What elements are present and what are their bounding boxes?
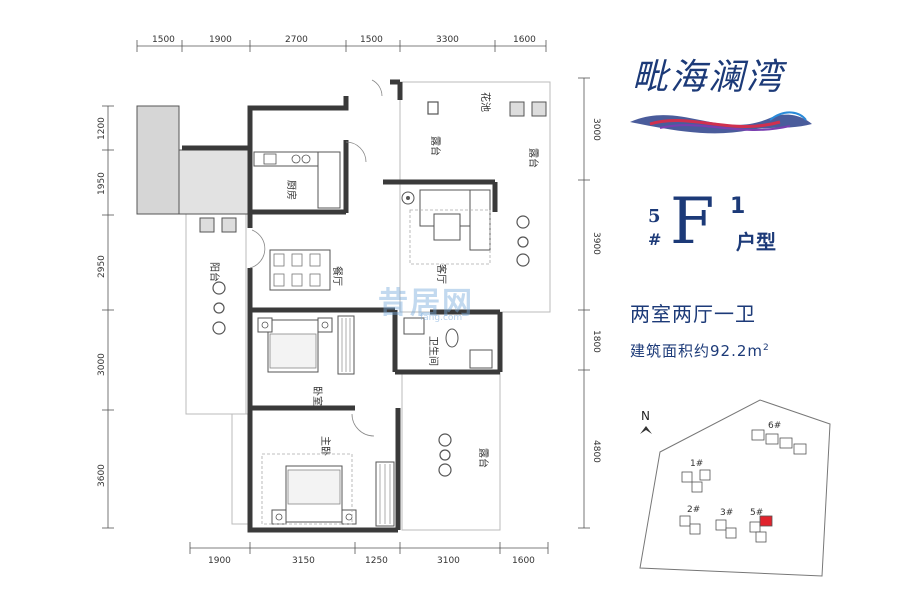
site-building-3: 3# — [720, 508, 733, 518]
area-superscript: 2 — [763, 343, 770, 353]
building-number: 5 — [648, 206, 661, 227]
outdoor-furniture — [212, 101, 530, 477]
dim-bottom-4: 3100 — [437, 556, 460, 566]
building-5 — [749, 515, 773, 543]
label-planter: 花池 — [479, 92, 492, 112]
kitchen-counter — [253, 151, 341, 209]
left-dimension-line: 1200 1950 2950 3000 3600 — [97, 105, 114, 529]
dim-bottom-3: 1250 — [365, 556, 388, 566]
dim-top-1: 1500 — [152, 35, 175, 45]
door-swings — [249, 79, 383, 437]
ac-units — [199, 101, 547, 233]
dim-right-1: 3000 — [591, 118, 601, 141]
north-arrow-icon — [640, 426, 652, 434]
brand-wave-icon — [630, 111, 812, 134]
watermark-main: 昔居网 — [378, 286, 474, 321]
dim-top-4: 1500 — [360, 35, 383, 45]
dim-left-4: 3000 — [97, 353, 107, 376]
site-building-1: 1# — [690, 459, 703, 469]
label-terrace-bottom: 露台 — [477, 448, 490, 468]
label-terrace-right: 露台 — [527, 148, 540, 168]
building-3 — [715, 519, 737, 539]
label-bathroom: 卫生间 — [427, 336, 440, 366]
dim-left-2: 1950 — [97, 172, 107, 195]
dim-top-3: 2700 — [285, 35, 308, 45]
unit-letter: F — [670, 185, 715, 259]
dim-top-6: 1600 — [513, 35, 536, 45]
master-bed — [261, 453, 395, 527]
dim-left-5: 3600 — [97, 464, 107, 487]
dining-table — [269, 249, 331, 291]
bedroom-bed — [257, 315, 355, 375]
label-dining: 餐厅 — [331, 266, 344, 286]
label-balcony: 阳台 — [208, 262, 221, 282]
living-furniture — [401, 189, 491, 265]
label-kitchen: 厨房 — [285, 180, 298, 200]
building-1 — [681, 469, 711, 493]
north-label: N — [641, 409, 650, 423]
building-hash: # — [648, 230, 662, 249]
label-terrace-top: 露台 — [429, 136, 442, 156]
dim-right-2: 3900 — [591, 232, 601, 255]
dim-left-3: 2950 — [97, 255, 107, 278]
area-description: 建筑面积约92.2m2 — [630, 340, 770, 361]
building-6 — [751, 429, 807, 455]
top-dimension-line: 1500 1900 2700 1500 3300 1600 — [136, 35, 547, 52]
dim-bottom-5: 1600 — [512, 556, 535, 566]
dim-right-3: 1800 — [591, 330, 601, 353]
label-bedroom: 卧室 — [311, 386, 324, 406]
watermark-sub: fang.com — [420, 313, 463, 323]
label-living: 客厅 — [435, 264, 448, 284]
dim-top-2: 1900 — [209, 35, 232, 45]
site-building-2: 2# — [687, 505, 700, 515]
bottom-dimension-line: 1900 3150 1250 3100 1600 — [189, 542, 549, 566]
room-labels: 花池 露台 露台 厨房 阳台 餐厅 客厅 卫生间 卧室 主卧 露台 — [208, 92, 540, 468]
unit-model: 5 # F 1 户型 — [648, 190, 848, 270]
bathroom-fixtures — [403, 317, 493, 369]
brand-logo-text: 毗海澜湾 — [632, 57, 785, 98]
layout-description: 两室两厅一卫 — [630, 302, 756, 326]
dim-bottom-2: 3150 — [292, 556, 315, 566]
planter-area — [136, 105, 250, 215]
area-text: 建筑面积约92.2m — [630, 342, 764, 360]
label-master: 主卧 — [319, 436, 332, 456]
dim-bottom-1: 1900 — [208, 556, 231, 566]
dim-top-5: 3300 — [436, 35, 459, 45]
site-building-5: 5# — [750, 508, 763, 518]
right-dimension-line: 3000 3900 1800 4800 — [578, 77, 601, 529]
site-building-6: 6# — [768, 421, 781, 431]
site-map: N 6# 1# 2# 3# 5# — [639, 399, 831, 577]
unit-type-label: 户型 — [736, 230, 776, 254]
dim-left-1: 1200 — [97, 117, 107, 140]
building-2 — [679, 515, 701, 535]
dim-right-4: 4800 — [591, 440, 601, 463]
walls — [182, 79, 503, 533]
unit-superscript: 1 — [730, 194, 746, 219]
